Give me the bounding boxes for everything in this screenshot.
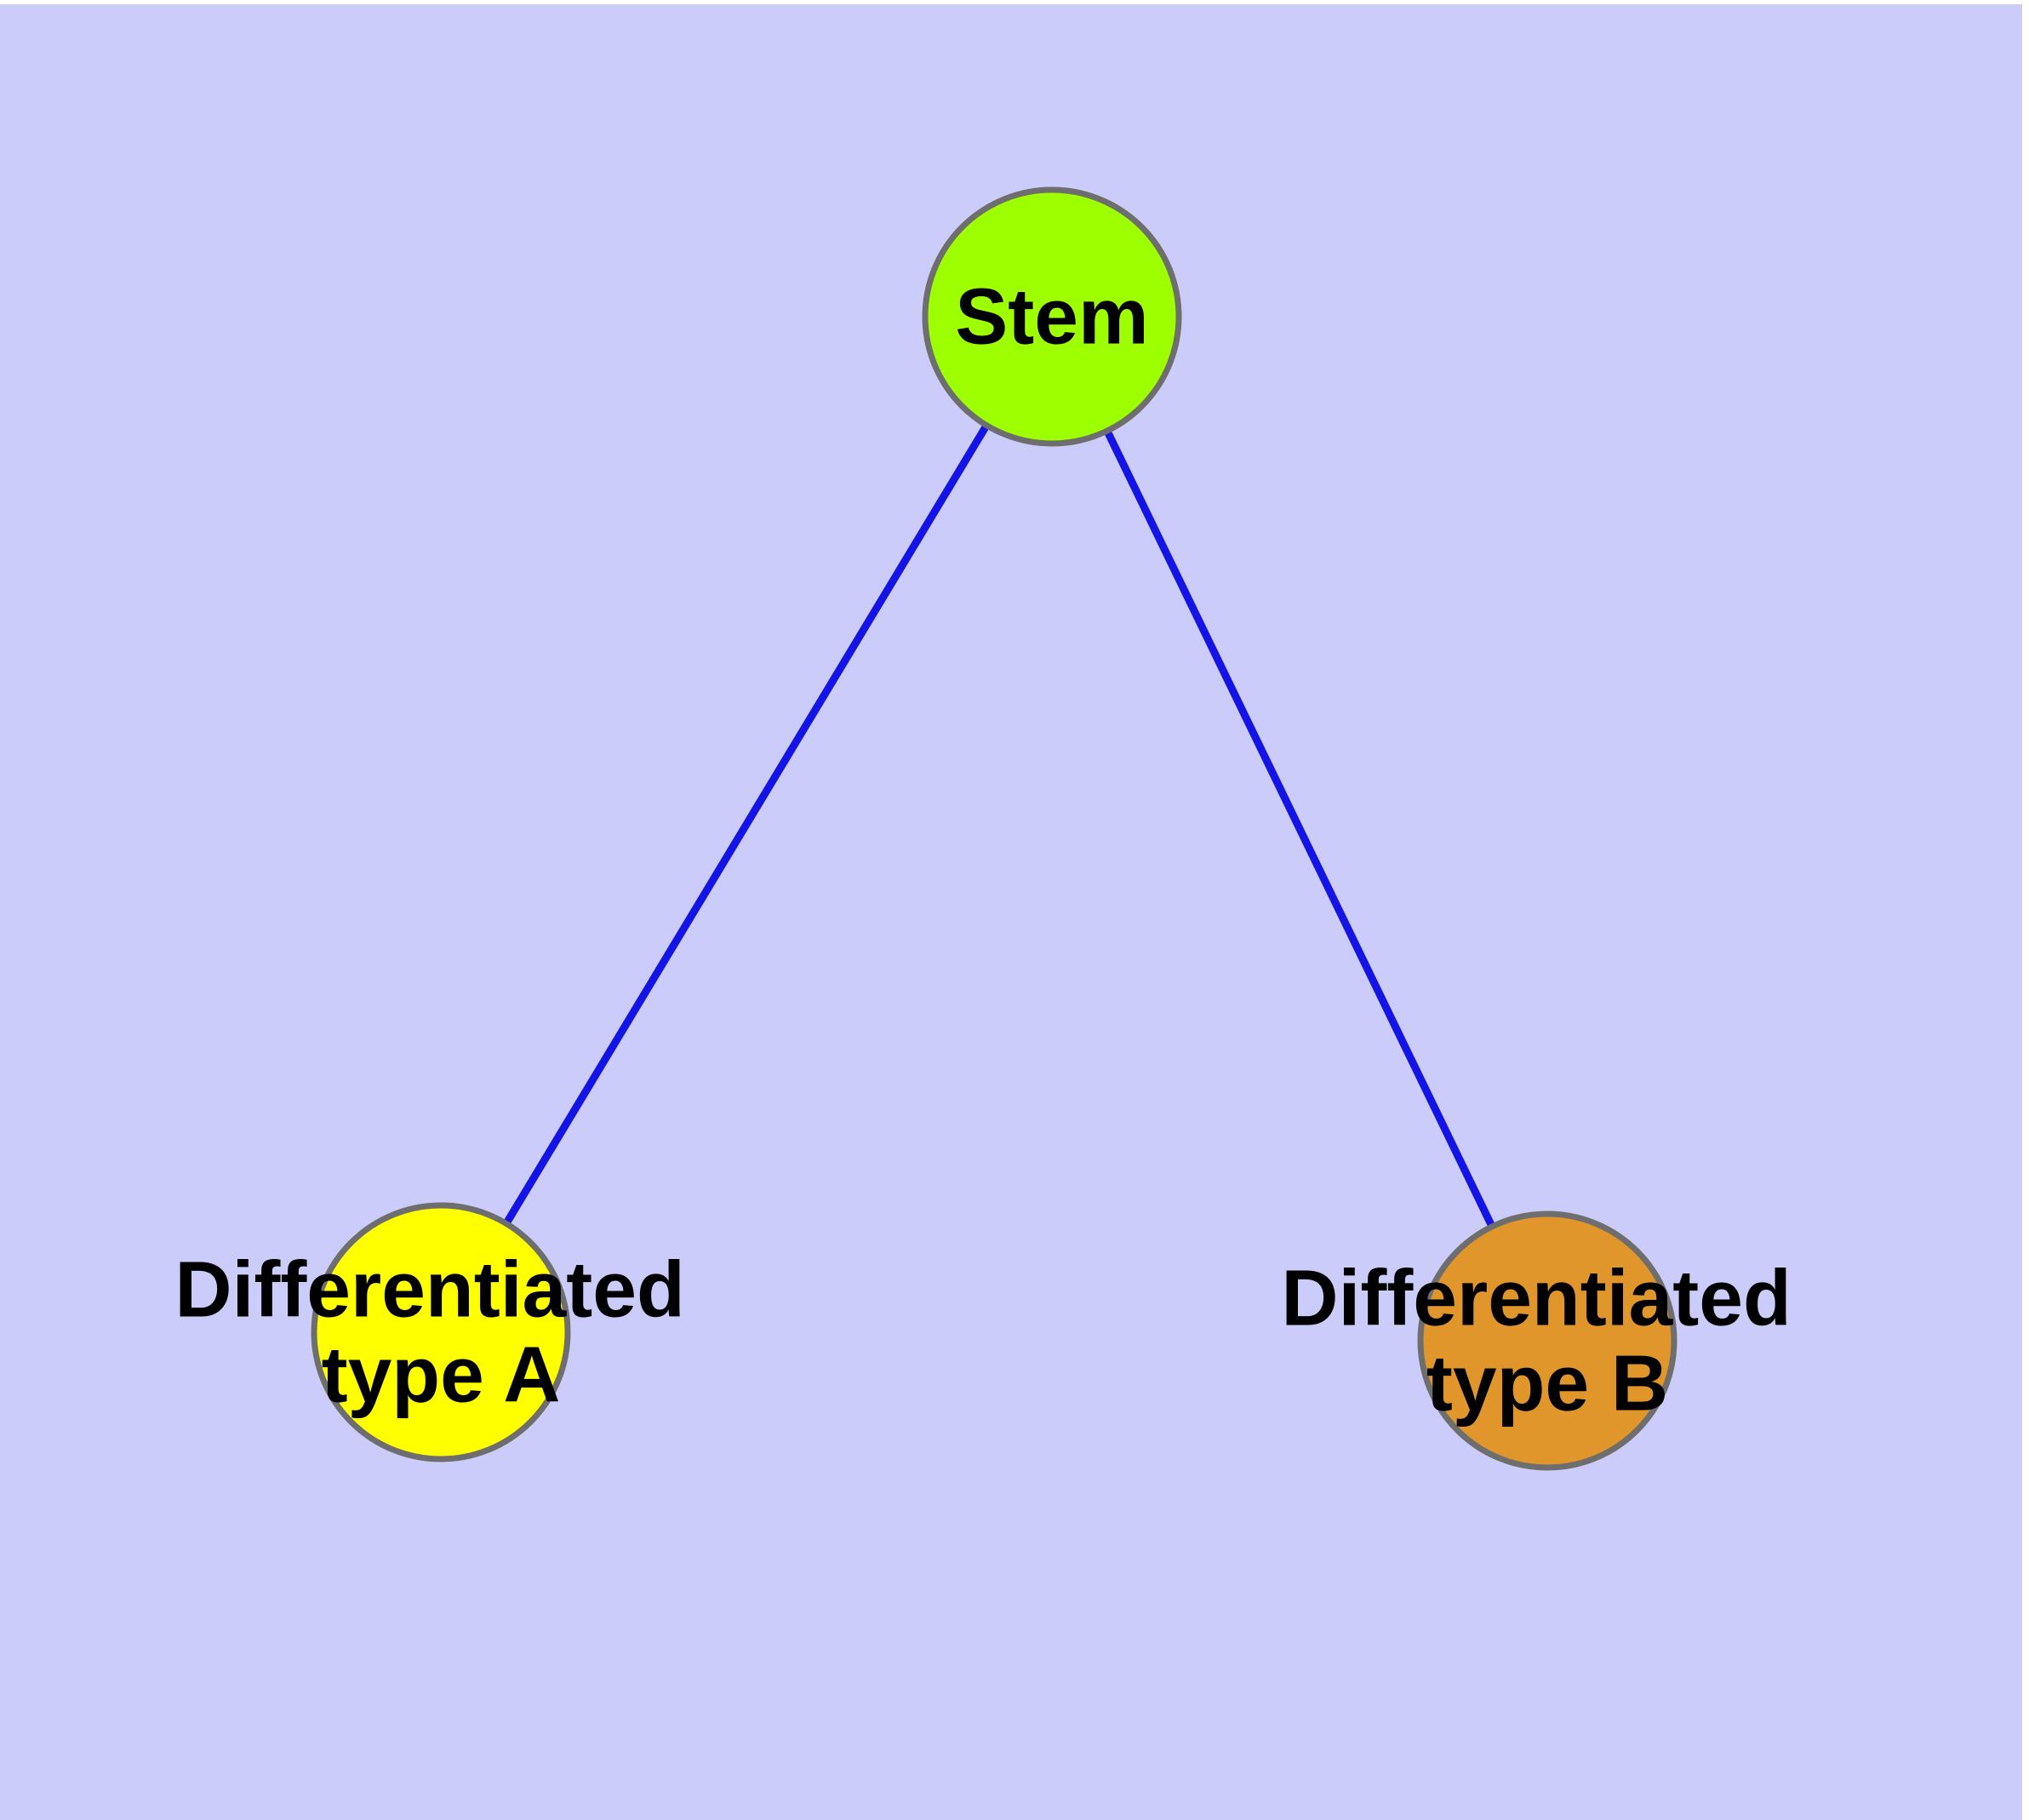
node-stem[interactable]: Stem (922, 186, 1182, 447)
node-differentiated-type-a-label-line-2: type A (322, 1331, 561, 1419)
node-differentiated-type-b-label: Differentiated type B (1281, 1254, 1813, 1428)
node-differentiated-type-b-label-line-1: Differentiated (1281, 1254, 1791, 1342)
node-differentiated-type-a-label: Differentiated type A (174, 1245, 706, 1419)
node-differentiated-type-a[interactable]: Differentiated type A (174, 1202, 706, 1462)
node-differentiated-type-a-circle[interactable] (311, 1202, 571, 1462)
node-differentiated-type-b[interactable]: Differentiated type B (1281, 1210, 1813, 1471)
node-differentiated-type-a-label-line-1: Differentiated (174, 1245, 684, 1334)
edge-stem-to-diff-a[interactable] (501, 421, 992, 1228)
edge-stem-to-diff-b[interactable] (1102, 427, 1497, 1230)
edge-layer (501, 421, 1497, 1230)
node-stem-label: Stem (955, 272, 1148, 361)
node-differentiated-type-b-circle[interactable] (1417, 1210, 1677, 1471)
node-differentiated-type-b-label-line-2: type B (1426, 1339, 1668, 1428)
node-layer: Stem Differentiated type A Differentiate… (174, 186, 1813, 1471)
node-stem-label-line-1: Stem (955, 272, 1148, 361)
node-stem-circle[interactable] (922, 186, 1182, 447)
